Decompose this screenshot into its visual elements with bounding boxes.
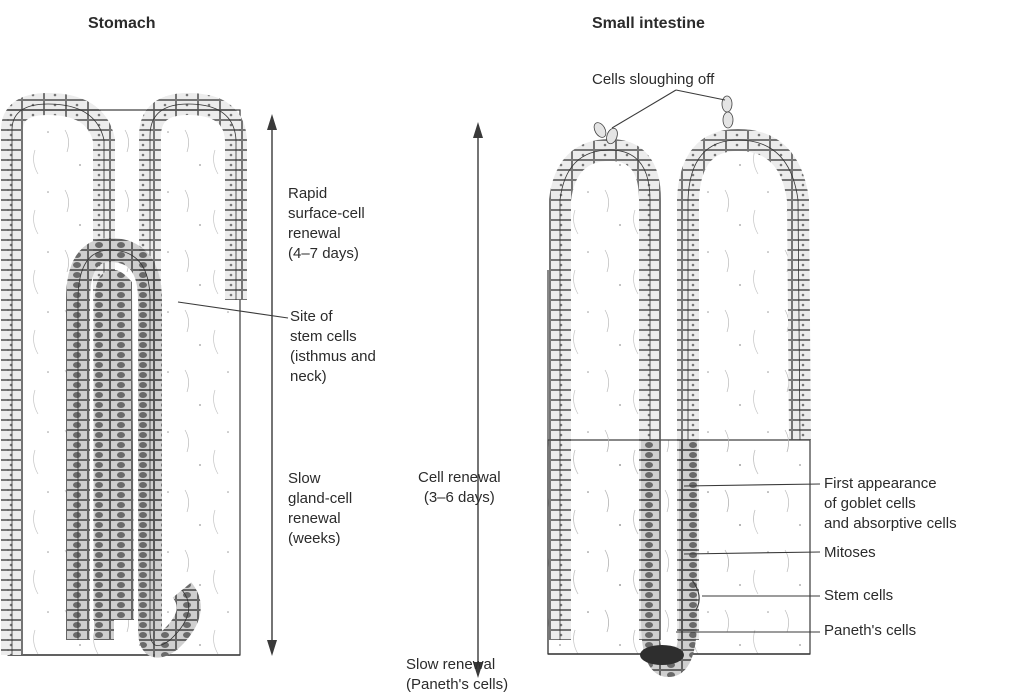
stomach-title: Stomach <box>88 14 156 34</box>
slow-renewal-paneth-label: Slow renewal (Paneth's cells) <box>406 655 508 695</box>
mitoses-label: Mitoses <box>824 543 876 563</box>
first-appearance-label: First appearance of goblet cells and abs… <box>824 474 957 534</box>
intestine-timeline-arrow <box>473 122 483 678</box>
stem-cells-label: Stem cells <box>824 586 893 606</box>
stomach-timeline-arrow <box>267 114 277 656</box>
small-intestine-title: Small intestine <box>592 14 705 34</box>
sloughing-label: Cells sloughing off <box>592 70 714 90</box>
sloughing-cell-left <box>592 121 609 140</box>
paneths-cells-label: Paneth's cells <box>824 621 916 641</box>
cell-renewal-label: Cell renewal (3–6 days) <box>418 468 501 508</box>
slow-renewal-label: Slow gland-cell renewal (weeks) <box>288 469 352 549</box>
rapid-renewal-label: Rapid surface-cell renewal (4–7 days) <box>288 184 365 264</box>
intestine-left-villus <box>560 150 650 640</box>
stomach-illustration <box>8 104 240 655</box>
stem-cell-site-label: Site of stem cells (isthmus and neck) <box>290 307 376 387</box>
intestine-illustration <box>548 96 810 668</box>
sloughing-cell-right <box>722 96 732 112</box>
paneth-cells-cluster <box>640 645 684 665</box>
